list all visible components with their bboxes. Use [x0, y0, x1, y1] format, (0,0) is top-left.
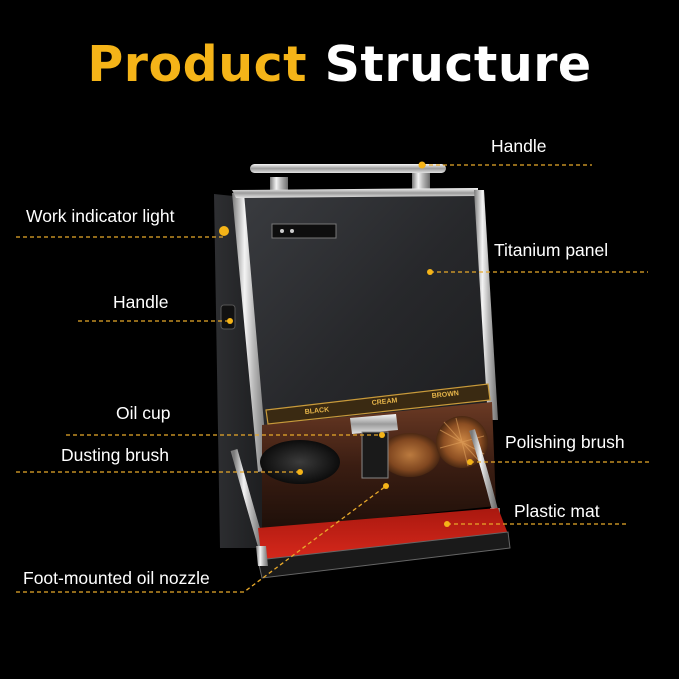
panel-top-trim — [232, 188, 478, 198]
label-handle-top: Handle — [491, 136, 547, 156]
label-work-indicator-light: Work indicator light — [26, 206, 175, 226]
marker-handle-top — [418, 161, 426, 169]
marker-oil-nozzle — [383, 483, 389, 489]
middle-brush — [380, 433, 440, 477]
marker-oil-cup — [379, 432, 385, 438]
marker-plastic-mat — [444, 521, 450, 527]
marker-titanium-panel — [427, 269, 433, 275]
base-tray — [257, 531, 511, 579]
marker-work-indicator-light — [219, 226, 229, 236]
strip-label-black: BLACK — [304, 406, 329, 416]
indicator-light-plate — [271, 223, 337, 239]
right-rail — [469, 429, 499, 515]
label-dusting-brush: Dusting brush — [61, 445, 169, 465]
marker-dusting-brush — [297, 469, 303, 475]
label-handle-side: Handle — [113, 292, 169, 312]
marker-handle-side — [227, 318, 233, 324]
indicator-led — [280, 229, 284, 233]
label-foot-mounted-oil-nozzle: Foot-mounted oil nozzle — [23, 568, 210, 588]
top-handle — [250, 164, 446, 192]
label-polishing-brush: Polishing brush — [505, 432, 625, 452]
label-plastic-mat: Plastic mat — [514, 501, 600, 521]
left-rail — [230, 449, 266, 549]
page-title: Product Structure — [0, 36, 679, 93]
title-word-product: Product — [87, 36, 308, 93]
strip-label-brown: BROWN — [431, 390, 459, 400]
marker-polishing-brush — [467, 459, 473, 465]
panel-right-trim — [474, 190, 498, 420]
dusting-brush — [260, 440, 340, 484]
label-titanium-panel: Titanium panel — [494, 240, 609, 260]
panel-left-trim — [232, 193, 268, 472]
leader-oil-nozzle — [16, 485, 387, 593]
oil-cup — [350, 414, 398, 434]
side-housing — [214, 194, 264, 548]
title-word-structure: Structure — [324, 36, 592, 93]
indicator-led — [290, 229, 294, 233]
oil-cup-body — [361, 431, 389, 479]
label-oil-cup: Oil cup — [116, 403, 171, 423]
strip-label-cream: CREAM — [371, 397, 397, 407]
polish-selector-strip — [265, 383, 491, 425]
left-foot-bracket — [256, 546, 268, 566]
